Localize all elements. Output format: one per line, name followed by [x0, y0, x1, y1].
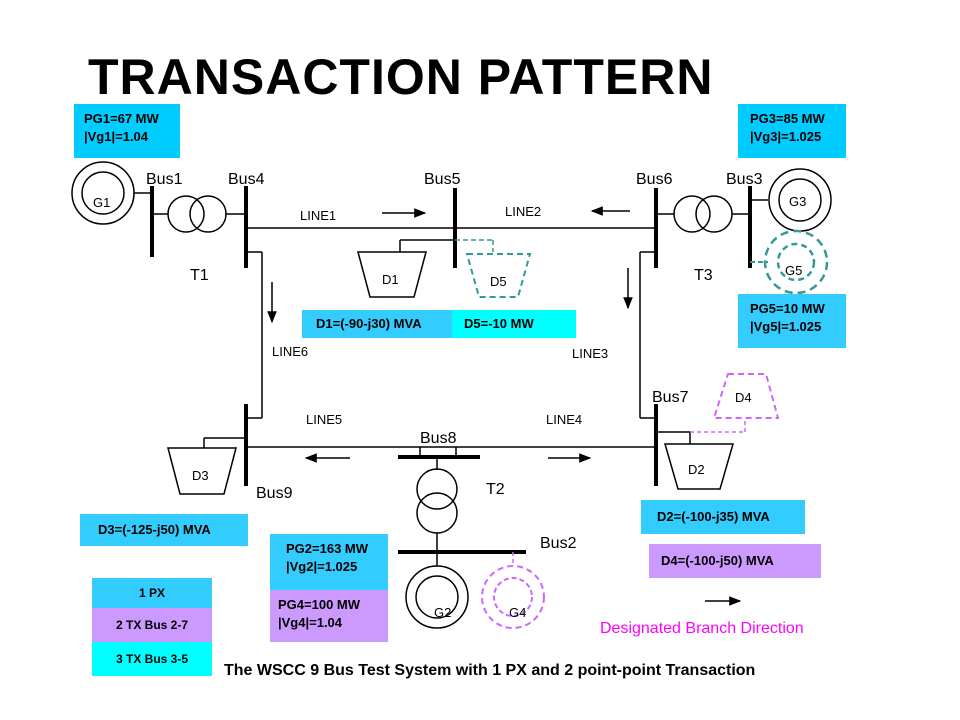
load-d1 — [357, 251, 427, 298]
load-d2 — [664, 443, 734, 490]
d4-info-box: D4=(-100-j50) MVA — [649, 544, 821, 578]
g3-voltage: |Vg3|=1.025 — [750, 129, 822, 144]
transformer-t1 — [167, 195, 227, 233]
g2-power: PG2=163 MW — [286, 541, 369, 556]
g5-power: PG5=10 MW — [750, 301, 825, 316]
t2-label: T2 — [486, 481, 505, 498]
g2-label: G2 — [434, 605, 451, 620]
bus1-label: Bus1 — [146, 171, 183, 188]
g4-label: G4 — [509, 605, 526, 620]
figure-caption: The WSCC 9 Bus Test System with 1 PX and… — [224, 662, 756, 679]
d3-value: D3=(-125-j50) MVA — [98, 522, 211, 537]
g4-voltage: |Vg4|=1.04 — [278, 615, 343, 630]
load-d3 — [167, 447, 237, 495]
transformer-t2 — [416, 468, 458, 534]
generator-g5: G5 — [763, 229, 829, 295]
transformer-t3 — [673, 195, 733, 233]
d5-info-box: D5=-10 MW — [452, 310, 576, 338]
d4-label: D4 — [735, 390, 752, 405]
bus4-label: Bus4 — [228, 171, 265, 188]
d1-info-box: D1=(-90-j30) MVA — [302, 310, 452, 338]
d2-value: D2=(-100-j35) MVA — [657, 509, 770, 524]
g1-voltage: |Vg1|=1.04 — [84, 129, 149, 144]
legend-item-tx-3-5: 3 TX Bus 3-5 — [92, 642, 212, 676]
bus6-label: Bus6 — [636, 171, 673, 188]
generator-g3: G3 — [768, 168, 832, 232]
branch-direction-label: Designated Branch Direction — [600, 620, 804, 637]
t3-label: T3 — [694, 267, 713, 284]
d3-label: D3 — [192, 468, 209, 483]
g3-info-box: PG3=85 MW |Vg3|=1.025 — [738, 104, 846, 158]
d2-info-box: D2=(-100-j35) MVA — [641, 500, 805, 534]
load-d4 — [712, 373, 780, 419]
generator-g2: G2 — [405, 565, 469, 629]
bus9-label: Bus9 — [256, 485, 293, 502]
g4-info-box: PG4=100 MW |Vg4|=1.04 — [270, 590, 388, 642]
line2-label: LINE2 — [505, 204, 541, 219]
bus8-label: Bus8 — [420, 430, 457, 447]
g2-voltage: |Vg2|=1.025 — [286, 559, 358, 574]
generator-g4: G4 — [481, 565, 545, 629]
g1-power: PG1=67 MW — [84, 111, 159, 126]
line5-label: LINE5 — [306, 412, 342, 427]
load-d5 — [465, 253, 532, 298]
g5-voltage: |Vg5|=1.025 — [750, 319, 822, 334]
g1-label: G1 — [93, 195, 110, 210]
line4-label: LINE4 — [546, 412, 582, 427]
page-title: TRANSACTION PATTERN — [88, 49, 714, 105]
line1-label: LINE1 — [300, 208, 336, 223]
legend-tx27-label: 2 TX Bus 2-7 — [115, 618, 189, 632]
d4-value: D4=(-100-j50) MVA — [661, 553, 774, 568]
g3-label: G3 — [789, 194, 806, 209]
d3-info-box: D3=(-125-j50) MVA — [80, 514, 248, 546]
g2-info-box: PG2=163 MW |Vg2|=1.025 — [270, 534, 388, 590]
bus5-label: Bus5 — [424, 171, 461, 188]
d5-value: D5=-10 MW — [464, 316, 534, 331]
legend-item-tx-2-7: 2 TX Bus 2-7 — [92, 608, 212, 642]
d1-value: D1=(-90-j30) MVA — [316, 316, 422, 331]
g5-label: G5 — [785, 263, 802, 278]
g3-power: PG3=85 MW — [750, 111, 825, 126]
legend-item-px: 1 PX — [92, 578, 212, 608]
g4-power: PG4=100 MW — [278, 597, 361, 612]
d2-label: D2 — [688, 462, 705, 477]
bus3-label: Bus3 — [726, 171, 763, 188]
legend-px-label: 1 PX — [138, 586, 165, 600]
bus7-label: Bus7 — [652, 389, 689, 406]
line3-label: LINE3 — [572, 346, 608, 361]
d1-label: D1 — [382, 272, 399, 287]
legend-tx35-label: 3 TX Bus 3-5 — [115, 652, 189, 666]
line6-label: LINE6 — [272, 344, 308, 359]
d5-label: D5 — [490, 274, 507, 289]
g1-info-box: PG1=67 MW |Vg1|=1.04 — [74, 104, 180, 158]
generator-g1: G1 — [71, 161, 135, 225]
g5-info-box: PG5=10 MW |Vg5|=1.025 — [738, 294, 846, 348]
bus2-label: Bus2 — [540, 535, 577, 552]
t1-label: T1 — [190, 267, 209, 284]
